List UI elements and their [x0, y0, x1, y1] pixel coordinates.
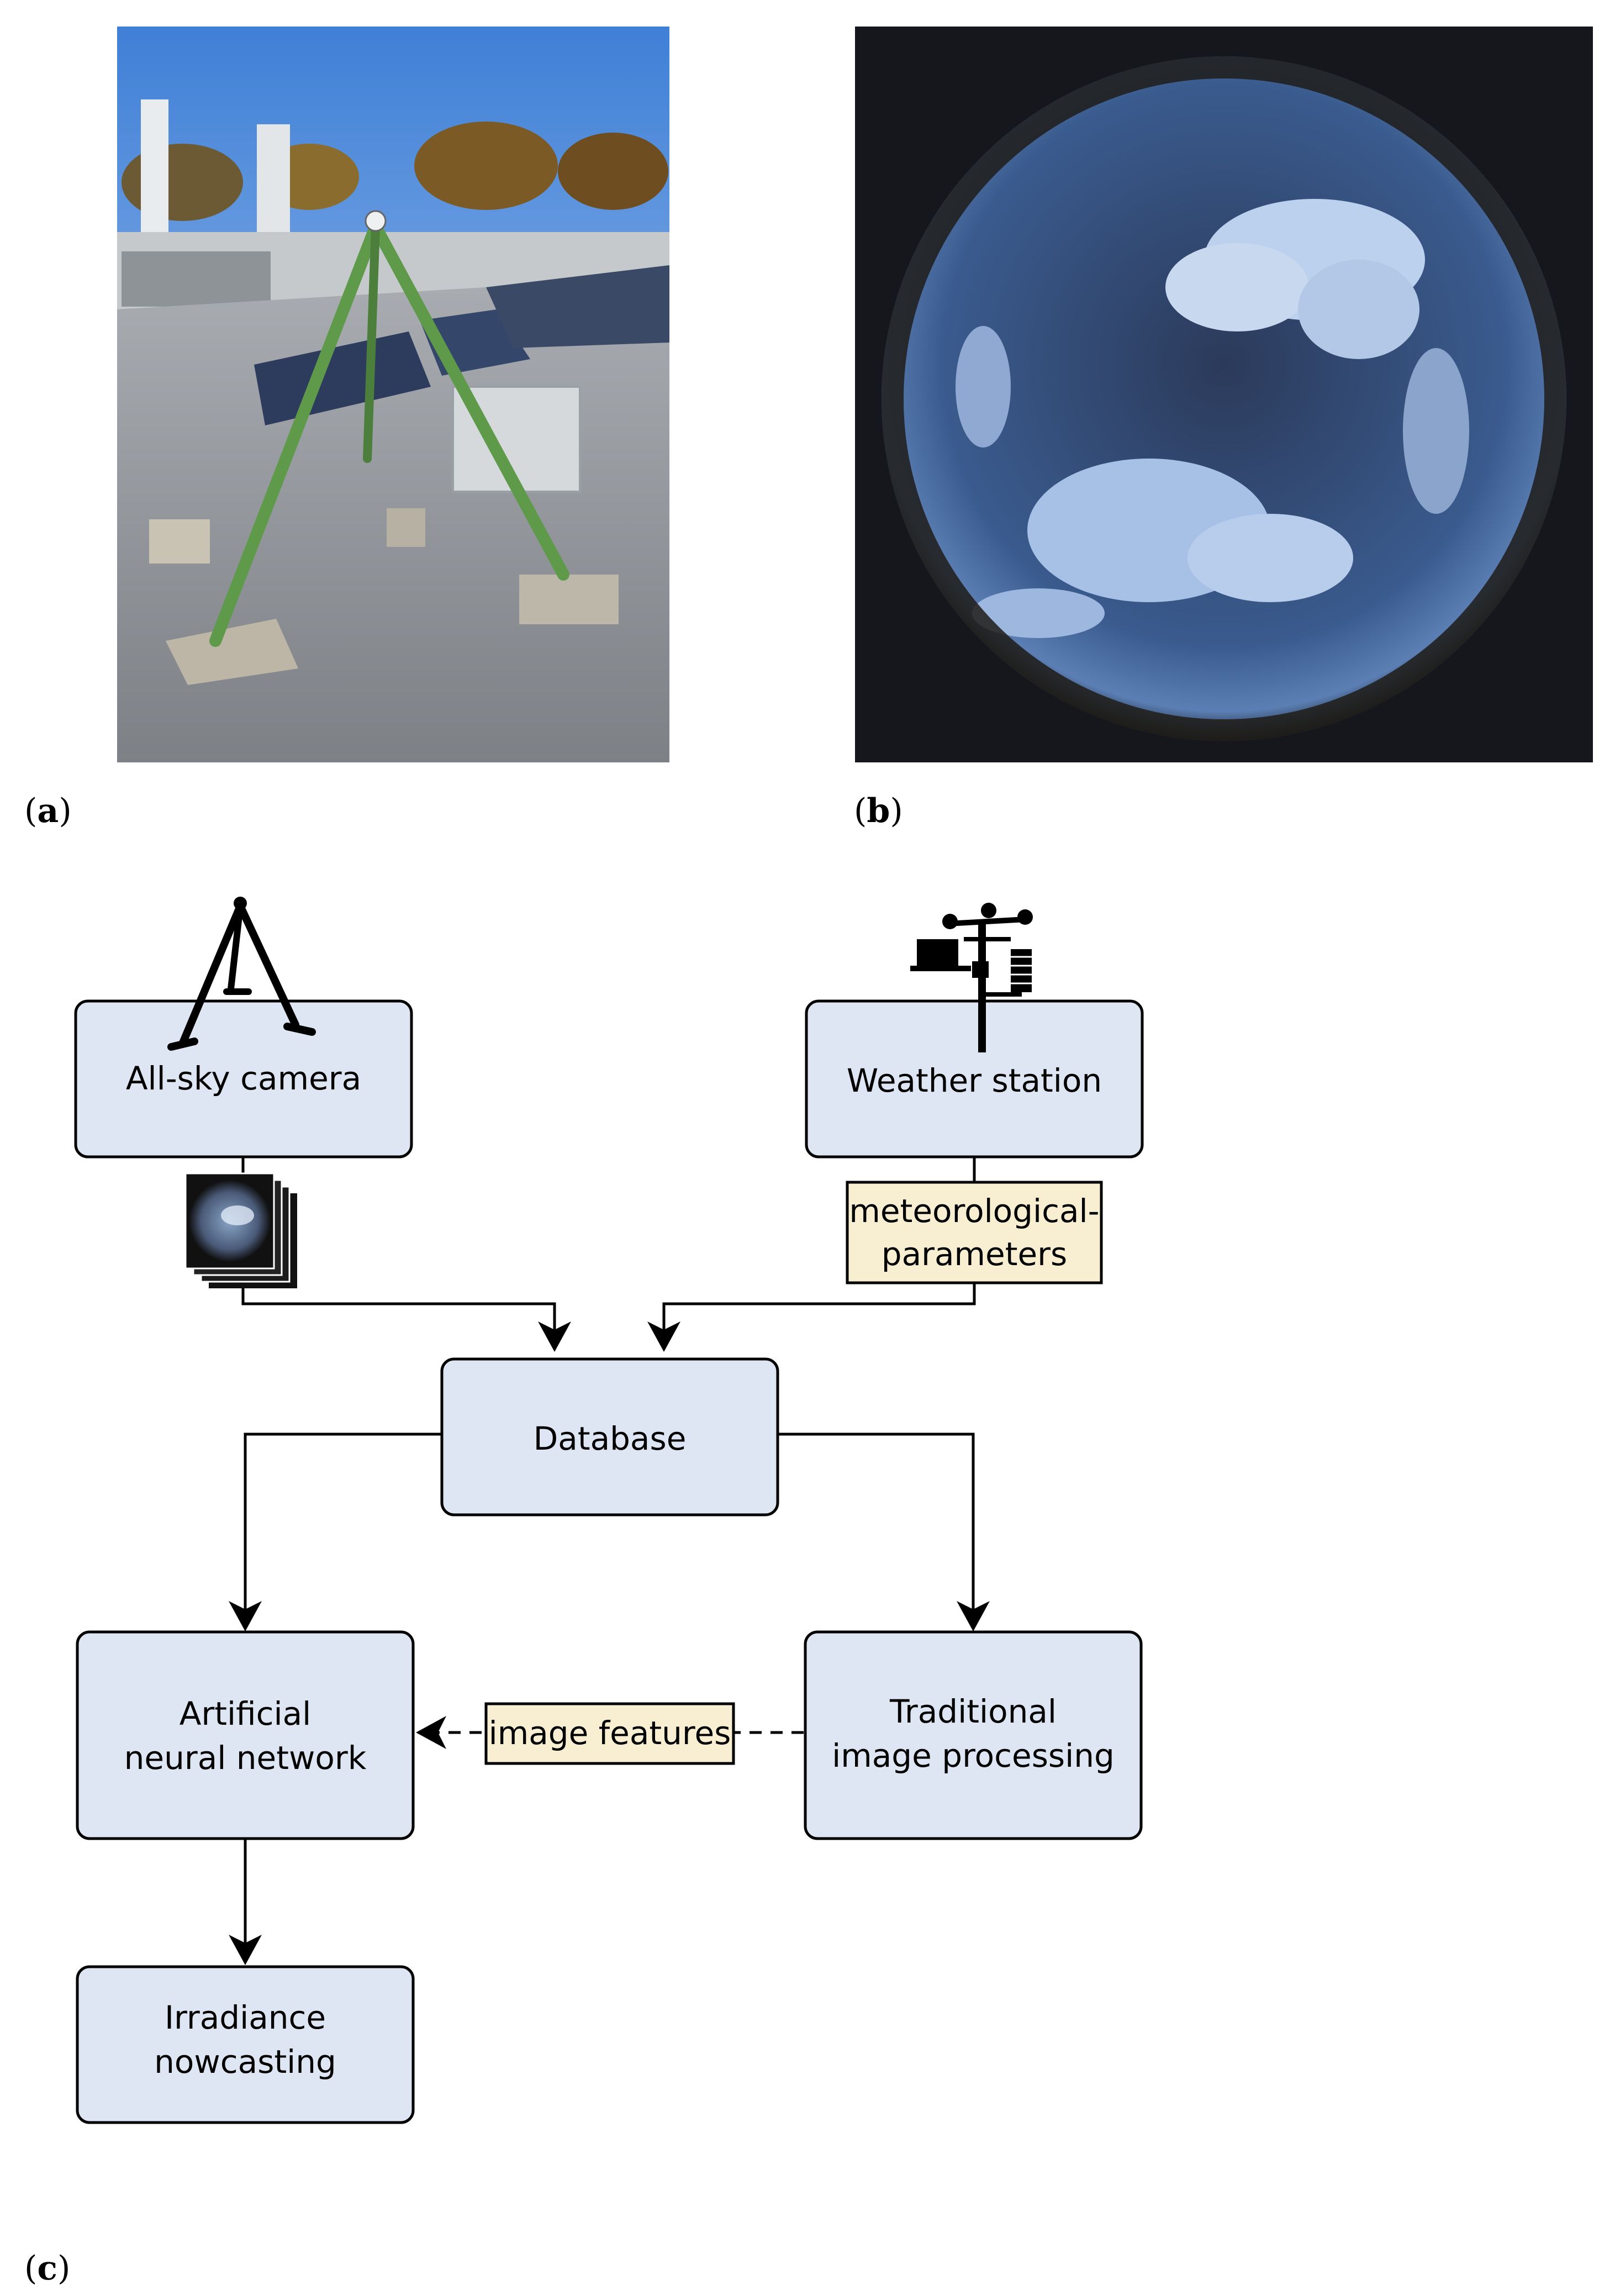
photo-fisheye-sky: [855, 27, 1593, 762]
tag-meteo-line-1: meteorological-: [849, 1192, 1099, 1230]
edge-database-to-traditional: [775, 1433, 990, 1631]
image-stack-icon: [184, 1172, 297, 1288]
edge-database-to-ann: [229, 1433, 442, 1631]
node-nowcast-line-1: Irradiance: [165, 1999, 326, 2036]
node-weather-station-label: Weather station: [847, 1062, 1102, 1099]
tag-meteorological-parameters: meteorological- parameters: [846, 1181, 1103, 1284]
weather-station-icon: [910, 903, 1033, 1052]
node-database-label: Database: [534, 1420, 687, 1457]
node-all-sky-camera: All-sky camera: [74, 999, 413, 1158]
node-artificial-neural-network: Artificial neural network: [76, 1630, 415, 1840]
node-ann-line-2: neural network: [124, 1739, 367, 1777]
tag-image-features-label: image features: [489, 1714, 731, 1752]
node-irradiance-nowcasting: Irradiance nowcasting: [76, 1965, 415, 2124]
panel-label-a: (a): [24, 792, 72, 830]
panel-label-c: (c): [24, 2249, 70, 2288]
node-traditional-line-1: Traditional: [889, 1693, 1057, 1730]
node-all-sky-camera-label: All-sky camera: [126, 1060, 361, 1097]
node-ann-line-1: Artificial: [180, 1695, 312, 1732]
node-traditional-line-2: image processing: [832, 1737, 1115, 1774]
node-traditional-image-processing: Traditional image processing: [804, 1630, 1143, 1840]
tag-image-features: image features: [484, 1702, 735, 1765]
panel-label-b: (b): [854, 792, 903, 830]
node-weather-station: Weather station: [805, 999, 1144, 1158]
node-database: Database: [440, 1357, 779, 1516]
photo-rooftop-camera: [117, 27, 669, 762]
tag-meteo-line-2: parameters: [882, 1235, 1067, 1273]
node-nowcast-line-2: nowcasting: [154, 2043, 336, 2081]
tripod-icon: [167, 897, 316, 1051]
